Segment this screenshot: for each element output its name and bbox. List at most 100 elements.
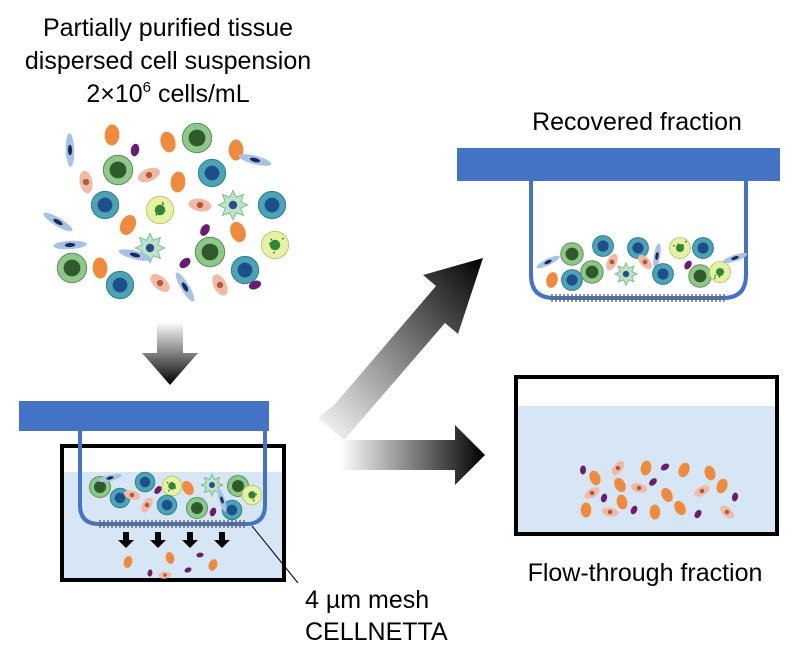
green-cell — [580, 260, 604, 284]
teal-cell — [627, 237, 649, 259]
star-cell — [613, 261, 639, 287]
spindle-cell — [653, 243, 661, 269]
orange-cell — [678, 462, 690, 478]
insert-basket-right — [529, 181, 748, 300]
spindle-cell — [722, 252, 748, 264]
green-cell — [560, 242, 584, 266]
recovered-fraction-label: Recovered fraction — [532, 108, 742, 136]
recovered-insert — [457, 148, 780, 302]
orange-cell — [160, 131, 176, 153]
green-cell — [56, 252, 88, 284]
star-cell — [217, 189, 249, 221]
black-down-arrow-icon — [118, 532, 230, 548]
source-concentration: 2×106 cells/mL — [86, 79, 249, 108]
orange-cell — [170, 171, 186, 193]
purple-cell — [649, 478, 657, 486]
orange-cell — [546, 272, 558, 288]
filtration-setup — [19, 401, 286, 582]
teal-cell — [692, 237, 714, 259]
spindle-cell — [175, 272, 195, 302]
pink-cell — [150, 274, 170, 292]
pink-cell — [638, 254, 652, 270]
purple-cell — [579, 465, 587, 475]
pink-cell — [720, 505, 734, 519]
yellow-cell — [161, 475, 183, 497]
teal-cell — [134, 471, 156, 493]
pink-cell — [694, 485, 710, 497]
pink-cell — [611, 460, 625, 476]
green-cell — [186, 497, 208, 519]
green-cell — [102, 154, 134, 186]
purple-cell — [147, 569, 153, 577]
mesh-label-line2: CELLNETTA — [305, 618, 448, 646]
pink-cell — [212, 274, 228, 296]
teal-cell — [257, 190, 287, 220]
purple-cell — [731, 492, 739, 502]
flowthrough-fraction-label: Flow-through fraction — [528, 559, 763, 587]
star-cell — [200, 473, 224, 497]
pink-cell — [158, 571, 172, 579]
orange-cell — [230, 221, 246, 243]
recovered-cells — [536, 235, 748, 291]
orange-cell — [589, 470, 601, 486]
spindle-cell — [65, 133, 75, 167]
orange-cell — [704, 465, 716, 481]
pink-cell — [188, 198, 212, 212]
pink-cell — [606, 253, 618, 271]
pink-cell — [138, 167, 160, 183]
teal-cell — [90, 190, 120, 220]
cell-suspension-cluster — [43, 122, 290, 310]
purple-cell — [248, 280, 262, 290]
purple-cell — [154, 486, 162, 494]
orange-cell — [674, 500, 686, 516]
teal-cell — [221, 499, 243, 521]
spindle-cell — [43, 212, 73, 232]
concentration-prefix: 2×10 — [86, 80, 142, 108]
spindle-cell — [118, 249, 152, 261]
orange-cell — [640, 460, 652, 476]
orange-cell — [661, 487, 673, 503]
orange-cell — [580, 502, 592, 518]
mesh-label-line1: 4 µm mesh — [305, 586, 429, 614]
mesh-membrane-left — [99, 520, 245, 528]
teal-cell — [592, 235, 614, 257]
green-cell — [688, 264, 712, 288]
spindle-cell — [53, 240, 87, 250]
concentration-exponent: 6 — [143, 79, 151, 96]
spindle-cell — [536, 255, 560, 269]
teal-cell — [652, 263, 674, 285]
mesh-leader-line — [251, 525, 299, 584]
flowthrough-container — [514, 375, 779, 536]
source-heading: Partially purified tissue dispersed cell… — [25, 14, 311, 108]
purple-cell — [184, 567, 192, 573]
purple-cell — [200, 224, 210, 236]
purple-cell — [660, 463, 670, 471]
concentration-suffix: cells/mL — [151, 80, 250, 108]
pink-cell — [601, 507, 619, 517]
teal-cell — [197, 158, 227, 188]
mesh-membrane-right — [551, 294, 725, 302]
teal-cell — [105, 270, 135, 300]
pink-cell — [79, 170, 93, 194]
purple-cell — [130, 143, 140, 157]
source-title-line1: Partially purified tissue — [43, 14, 293, 42]
gradient-down-arrow-icon — [142, 322, 198, 385]
teal-cell — [156, 494, 178, 516]
yellow-cell — [260, 230, 290, 260]
orange-cell — [123, 556, 133, 568]
yellow-cell — [241, 484, 263, 506]
purple-cell — [684, 260, 692, 270]
gradient-right-arrow-icon — [340, 425, 485, 485]
orange-cell — [616, 494, 628, 510]
retained-cells-left — [89, 471, 263, 521]
purple-cell — [694, 509, 702, 519]
purple-cell — [630, 505, 638, 515]
teal-cell — [230, 255, 260, 285]
purple-cell — [600, 493, 608, 503]
passing-cells — [123, 552, 218, 579]
orange-cell — [716, 478, 728, 494]
gradient-up-right-arrow-icon — [318, 258, 483, 440]
yellow-cell — [669, 237, 691, 259]
orange-cell — [119, 215, 137, 235]
